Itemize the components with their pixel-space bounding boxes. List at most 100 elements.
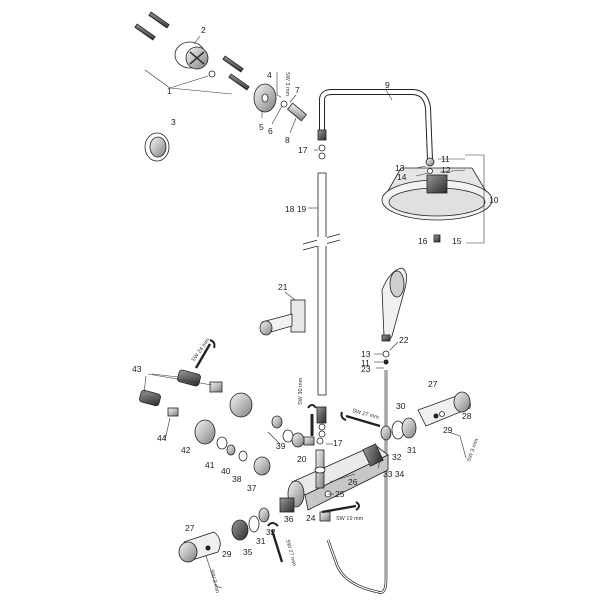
part-30 (401, 417, 417, 439)
callout-23: 23 (361, 364, 371, 374)
slider-21 (259, 299, 306, 336)
callout-25: 25 (335, 489, 345, 499)
rosette-large (229, 392, 253, 418)
s-union-43a (177, 369, 223, 393)
cap-39 (271, 415, 305, 448)
callout-29: 29 (443, 425, 453, 435)
hex-key-top: SW 3 mm (276, 72, 290, 98)
callout-10: 10 (489, 195, 499, 205)
svg-text:SW 3 mm: SW 3 mm (284, 72, 290, 97)
callout-17b: 17 (333, 438, 343, 448)
callout-16: 16 (418, 236, 428, 246)
svg-text:SW 30 mm: SW 30 mm (298, 377, 304, 405)
ring-41 (216, 436, 228, 450)
riser-connector-17 (317, 129, 327, 160)
callout-39: 39 (276, 441, 286, 451)
rosette-42 (194, 419, 216, 445)
hex-key-bottom: SW 3 mm (205, 555, 223, 594)
callout-22: 22 (399, 335, 409, 345)
svg-text:SW 3 mm: SW 3 mm (466, 438, 480, 463)
cartridge-35 (231, 519, 249, 541)
callout-11b: 11 (361, 358, 370, 368)
ring-6 (280, 100, 288, 108)
callout-31b: 31 (256, 536, 266, 546)
screw-1c (222, 55, 244, 73)
callout-29b: 29 (222, 549, 232, 559)
rosette-5 (253, 83, 277, 113)
callout-41: 41 (205, 460, 215, 470)
callout-21: 21 (278, 282, 288, 292)
callout-13: 13 (395, 163, 405, 173)
part-32 (380, 425, 392, 441)
callout-35: 35 (243, 547, 253, 557)
part-31b (248, 515, 260, 533)
callout-14: 14 (397, 172, 407, 182)
screw-1b (134, 23, 156, 41)
part-32b (258, 507, 270, 523)
wrench-27mm-top: SW 27 mm (340, 408, 381, 428)
callout-7: 7 (295, 85, 300, 95)
svg-text:SW 19 mm: SW 19 mm (336, 516, 364, 522)
part-20 (303, 436, 324, 446)
wrench-24mm: SW 24 mm (191, 337, 216, 369)
wrench-30mm: SW 30 mm (298, 377, 317, 436)
callout-36: 36 (284, 514, 294, 524)
callout-30: 30 (396, 401, 406, 411)
callout-4: 4 (267, 70, 272, 80)
callout-43: 43 (132, 364, 142, 374)
screw-1d (228, 73, 250, 91)
screw-16 (433, 234, 441, 243)
shower-arm-9 (319, 89, 433, 161)
callout-3: 3 (171, 117, 176, 127)
valve-cartridge-33 (362, 443, 384, 467)
callout-15: 15 (452, 236, 462, 246)
screw-29b (205, 545, 211, 551)
callout-31: 31 (407, 445, 417, 455)
callout-1: 1 (167, 86, 172, 96)
handle-27b (178, 531, 221, 563)
callout-42: 42 (181, 445, 191, 455)
callout-27b: 27 (185, 523, 195, 533)
callout-26: 26 (348, 477, 358, 487)
washer-1 (208, 70, 216, 78)
callout-27: 27 (428, 379, 438, 389)
nut-24 (319, 511, 331, 522)
callout-33-34: 33 34 (383, 469, 405, 479)
callout-20: 20 (297, 454, 307, 464)
callout-37: 37 (247, 483, 257, 493)
callout-2: 2 (201, 25, 206, 35)
callout-44: 44 (157, 433, 167, 443)
wrench-19mm: SW 19 mm (321, 501, 364, 522)
callout-11: 11 (441, 154, 450, 164)
callout-38: 38 (232, 474, 242, 484)
svg-text:SW 3 mm: SW 3 mm (208, 569, 220, 594)
part-38 (238, 450, 248, 462)
hand-shower (381, 267, 407, 342)
callout-28: 28 (462, 411, 472, 421)
callout-6: 6 (268, 126, 273, 136)
screw-1a (148, 11, 170, 29)
part-36 (279, 497, 295, 513)
wall-bracket-2 (174, 41, 209, 70)
callout-13b: 13 (361, 349, 371, 359)
callout-8: 8 (285, 135, 290, 145)
holder-8 (286, 102, 308, 122)
svg-text:SW 27 mm: SW 27 mm (284, 539, 297, 567)
callout-12: 12 (441, 165, 451, 175)
hex-key-right: SW 3 mm (447, 431, 480, 463)
handle-27 (417, 391, 471, 427)
callout-24: 24 (306, 513, 316, 523)
wall-bracket-3 (144, 132, 170, 162)
callout-17: 17 (298, 145, 308, 155)
screw-29 (433, 411, 445, 419)
riser-pipe-18 (302, 172, 341, 396)
callout-32: 32 (392, 452, 402, 462)
shower-head-10 (381, 157, 493, 221)
callout-40: 40 (221, 466, 231, 476)
hose-23 (326, 370, 388, 594)
nut-37 (253, 456, 271, 476)
ring-40 (226, 444, 236, 456)
connector-17b (316, 406, 327, 438)
